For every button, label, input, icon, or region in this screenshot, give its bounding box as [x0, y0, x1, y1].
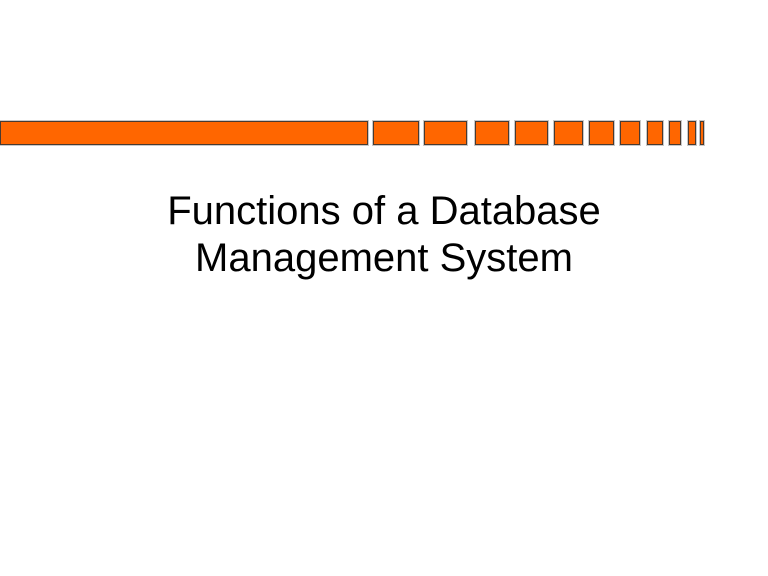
bar-segment: [620, 121, 640, 145]
bar-segment: [475, 121, 509, 145]
bar-segment: [688, 121, 696, 145]
slide-title: Functions of a Database Management Syste…: [0, 188, 768, 282]
bar-segment: [515, 121, 548, 145]
title-line-1: Functions of a Database: [167, 189, 601, 233]
bar-segment: [700, 121, 704, 145]
bar-segment: [589, 121, 614, 145]
title-line-2: Management System: [195, 236, 573, 280]
bar-segment: [554, 121, 583, 145]
bar-segment: [669, 121, 681, 145]
bar-segment: [647, 121, 663, 145]
decorative-bar-strip: [0, 121, 768, 145]
bar-segment: [373, 121, 419, 145]
bar-segment: [424, 121, 467, 145]
bar-segment: [0, 121, 368, 145]
